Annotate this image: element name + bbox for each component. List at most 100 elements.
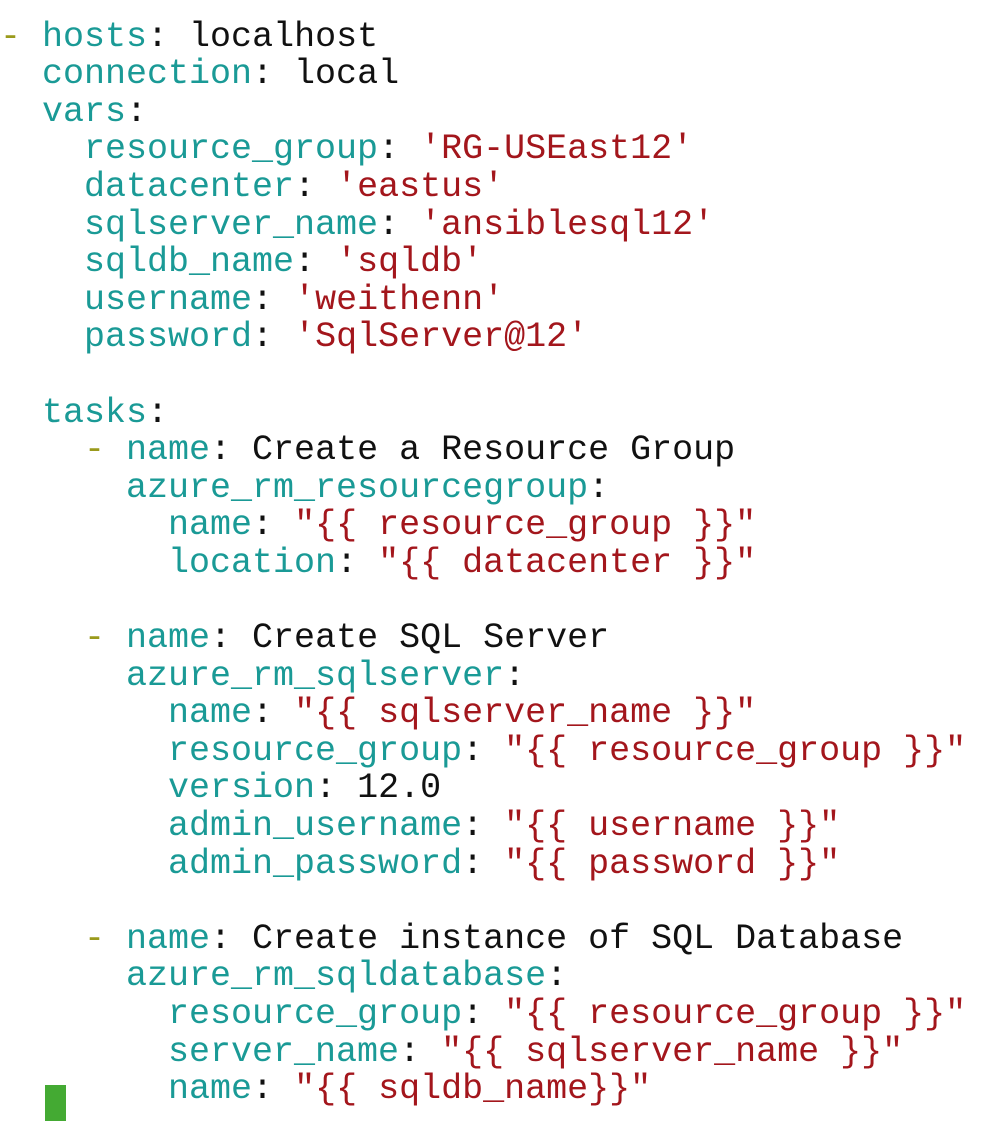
code-token: password bbox=[0, 317, 253, 358]
code-token: "{{ resource_group }}" bbox=[294, 505, 757, 546]
code-line: sqlserver_name: 'ansiblesql12' bbox=[0, 204, 1000, 245]
code-line: - name: Create instance of SQL Database bbox=[0, 918, 1000, 959]
code-token: : bbox=[252, 693, 295, 734]
code-token: "{{ sqlserver_name }}" bbox=[441, 1031, 904, 1072]
code-token: : Create a Resource Group bbox=[210, 430, 736, 471]
code-token: "{{ resource_group }}" bbox=[504, 730, 967, 771]
code-token: "{{ username }}" bbox=[504, 806, 841, 847]
code-token: resource_group bbox=[0, 730, 463, 771]
code-token: resource_group bbox=[0, 994, 463, 1035]
code-line: - name: Create a Resource Group bbox=[0, 430, 1000, 471]
code-line: - name: Create SQL Server bbox=[0, 618, 1000, 659]
code-token: 'weithenn' bbox=[294, 279, 505, 320]
code-token: "{{ resource_group }}" bbox=[504, 994, 967, 1035]
code-token: 'ansiblesql12' bbox=[420, 204, 715, 245]
code-line: password: 'SqlServer@12' bbox=[0, 319, 1000, 357]
code-token: vars bbox=[0, 91, 127, 132]
code-line bbox=[0, 583, 1000, 621]
code-line: admin_username: "{{ username }}" bbox=[0, 806, 1000, 847]
code-token: server_name bbox=[0, 1031, 400, 1072]
code-token: : bbox=[378, 204, 421, 245]
code-line: --- bbox=[0, 0, 1000, 19]
code-token: azure_rm_sqldatabase bbox=[0, 956, 547, 997]
code-token: 'sqldb' bbox=[336, 242, 484, 283]
code-token: : Create instance of SQL Database bbox=[210, 918, 904, 959]
code-token: : bbox=[294, 242, 337, 283]
code-line: resource_group: "{{ resource_group }}" bbox=[0, 730, 1000, 771]
code-token: : bbox=[588, 467, 610, 508]
code-token: name bbox=[0, 1069, 253, 1110]
code-token: resource_group bbox=[0, 129, 379, 170]
code-token: "{{ password }}" bbox=[504, 843, 841, 884]
code-token: 12.0 bbox=[357, 768, 442, 809]
code-token: : bbox=[462, 806, 505, 847]
code-token: : bbox=[294, 166, 337, 207]
code-token: : Create SQL Server bbox=[210, 618, 610, 659]
code-token: : bbox=[462, 730, 505, 771]
code-token: : bbox=[399, 1031, 442, 1072]
code-token: 'SqlServer@12' bbox=[294, 317, 589, 358]
code-line: name: "{{ resource_group }}" bbox=[0, 507, 1000, 545]
code-token: : bbox=[336, 542, 379, 583]
code-token: : localhost bbox=[147, 16, 379, 57]
code-token: : local bbox=[252, 54, 400, 95]
code-token: "{{ sqldb_name}}" bbox=[294, 1069, 652, 1110]
code-token: - bbox=[0, 16, 43, 57]
code-token: sqlserver_name bbox=[0, 204, 379, 245]
code-token: azure_rm_sqlserver bbox=[0, 655, 505, 696]
code-token: : bbox=[462, 843, 505, 884]
code-token: 'RG-USEast12' bbox=[420, 129, 694, 170]
code-line: azure_rm_resourcegroup: bbox=[0, 467, 1000, 508]
code-token: : bbox=[126, 91, 148, 132]
code-token: name bbox=[126, 430, 211, 471]
code-token: : bbox=[252, 1069, 295, 1110]
code-token: --- bbox=[0, 0, 63, 19]
code-line: resource_group: "{{ resource_group }}" bbox=[0, 994, 1000, 1035]
code-line: name: "{{ sqlserver_name }}" bbox=[0, 693, 1000, 734]
code-line: tasks: bbox=[0, 392, 1000, 433]
code-token: location bbox=[0, 542, 337, 583]
code-token: - bbox=[0, 430, 127, 471]
code-token: connection bbox=[0, 54, 253, 95]
code-line: version: 12.0 bbox=[0, 770, 1000, 808]
code-token: azure_rm_resourcegroup bbox=[0, 467, 589, 508]
code-token: : bbox=[147, 392, 169, 433]
code-line: resource_group: 'RG-USEast12' bbox=[0, 131, 1000, 169]
code-token: hosts bbox=[42, 16, 148, 57]
code-token: datacenter bbox=[0, 166, 295, 207]
code-token: : bbox=[378, 129, 421, 170]
code-token: - bbox=[0, 618, 127, 659]
code-token: : bbox=[504, 655, 526, 696]
code-token: "{{ datacenter }}" bbox=[378, 542, 757, 583]
code-token: tasks bbox=[0, 392, 148, 433]
code-token: : bbox=[315, 768, 358, 809]
code-line: username: 'weithenn' bbox=[0, 279, 1000, 320]
code-line: name: "{{ sqldb_name}}" bbox=[0, 1069, 1000, 1110]
code-token: name bbox=[126, 618, 211, 659]
code-token: : bbox=[252, 317, 295, 358]
code-token: username bbox=[0, 279, 253, 320]
code-line: azure_rm_sqlserver: bbox=[0, 655, 1000, 696]
code-token: : bbox=[252, 279, 295, 320]
code-token: 'eastus' bbox=[336, 166, 505, 207]
code-line bbox=[0, 883, 1000, 921]
code-line: sqldb_name: 'sqldb' bbox=[0, 242, 1000, 283]
code-token: "{{ sqlserver_name }}" bbox=[294, 693, 757, 734]
code-token: : bbox=[462, 994, 505, 1035]
code-token: - bbox=[0, 918, 127, 959]
code-token: name bbox=[126, 918, 211, 959]
code-token: : bbox=[546, 956, 568, 997]
code-line bbox=[0, 357, 1000, 395]
code-token: admin_username bbox=[0, 806, 463, 847]
code-line: - hosts: localhost bbox=[0, 16, 1000, 57]
code-line: vars: bbox=[0, 91, 1000, 132]
code-line: server_name: "{{ sqlserver_name }}" bbox=[0, 1031, 1000, 1072]
code-token: admin_password bbox=[0, 843, 463, 884]
code-token: name bbox=[0, 693, 253, 734]
code-line: location: "{{ datacenter }}" bbox=[0, 542, 1000, 583]
code-token: : bbox=[252, 505, 295, 546]
code-line: azure_rm_sqldatabase: bbox=[0, 958, 1000, 996]
code-line: connection: local bbox=[0, 54, 1000, 95]
code-token: version bbox=[0, 768, 316, 809]
